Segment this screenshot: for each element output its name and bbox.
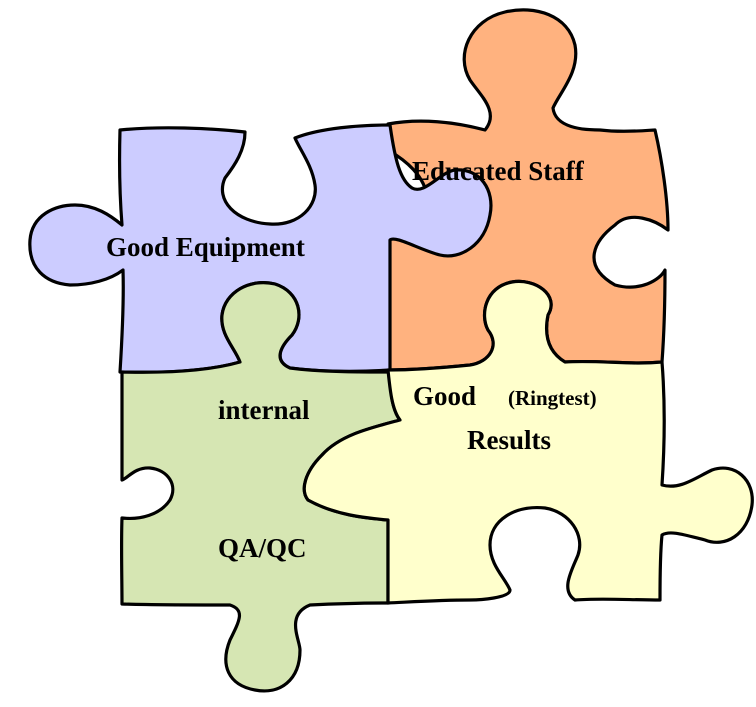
internal-label: internal (218, 395, 310, 425)
ringtest-label: (Ringtest) (508, 386, 597, 410)
results-label: Results (467, 425, 552, 455)
good-ringtest-results-piece (302, 279, 754, 605)
educated-staff-label: Educated Staff (412, 156, 584, 186)
good-equipment-label: Good Equipment (106, 232, 305, 262)
qa-qc-label: QA/QC (218, 533, 307, 563)
good-results-label: Good (413, 381, 477, 411)
